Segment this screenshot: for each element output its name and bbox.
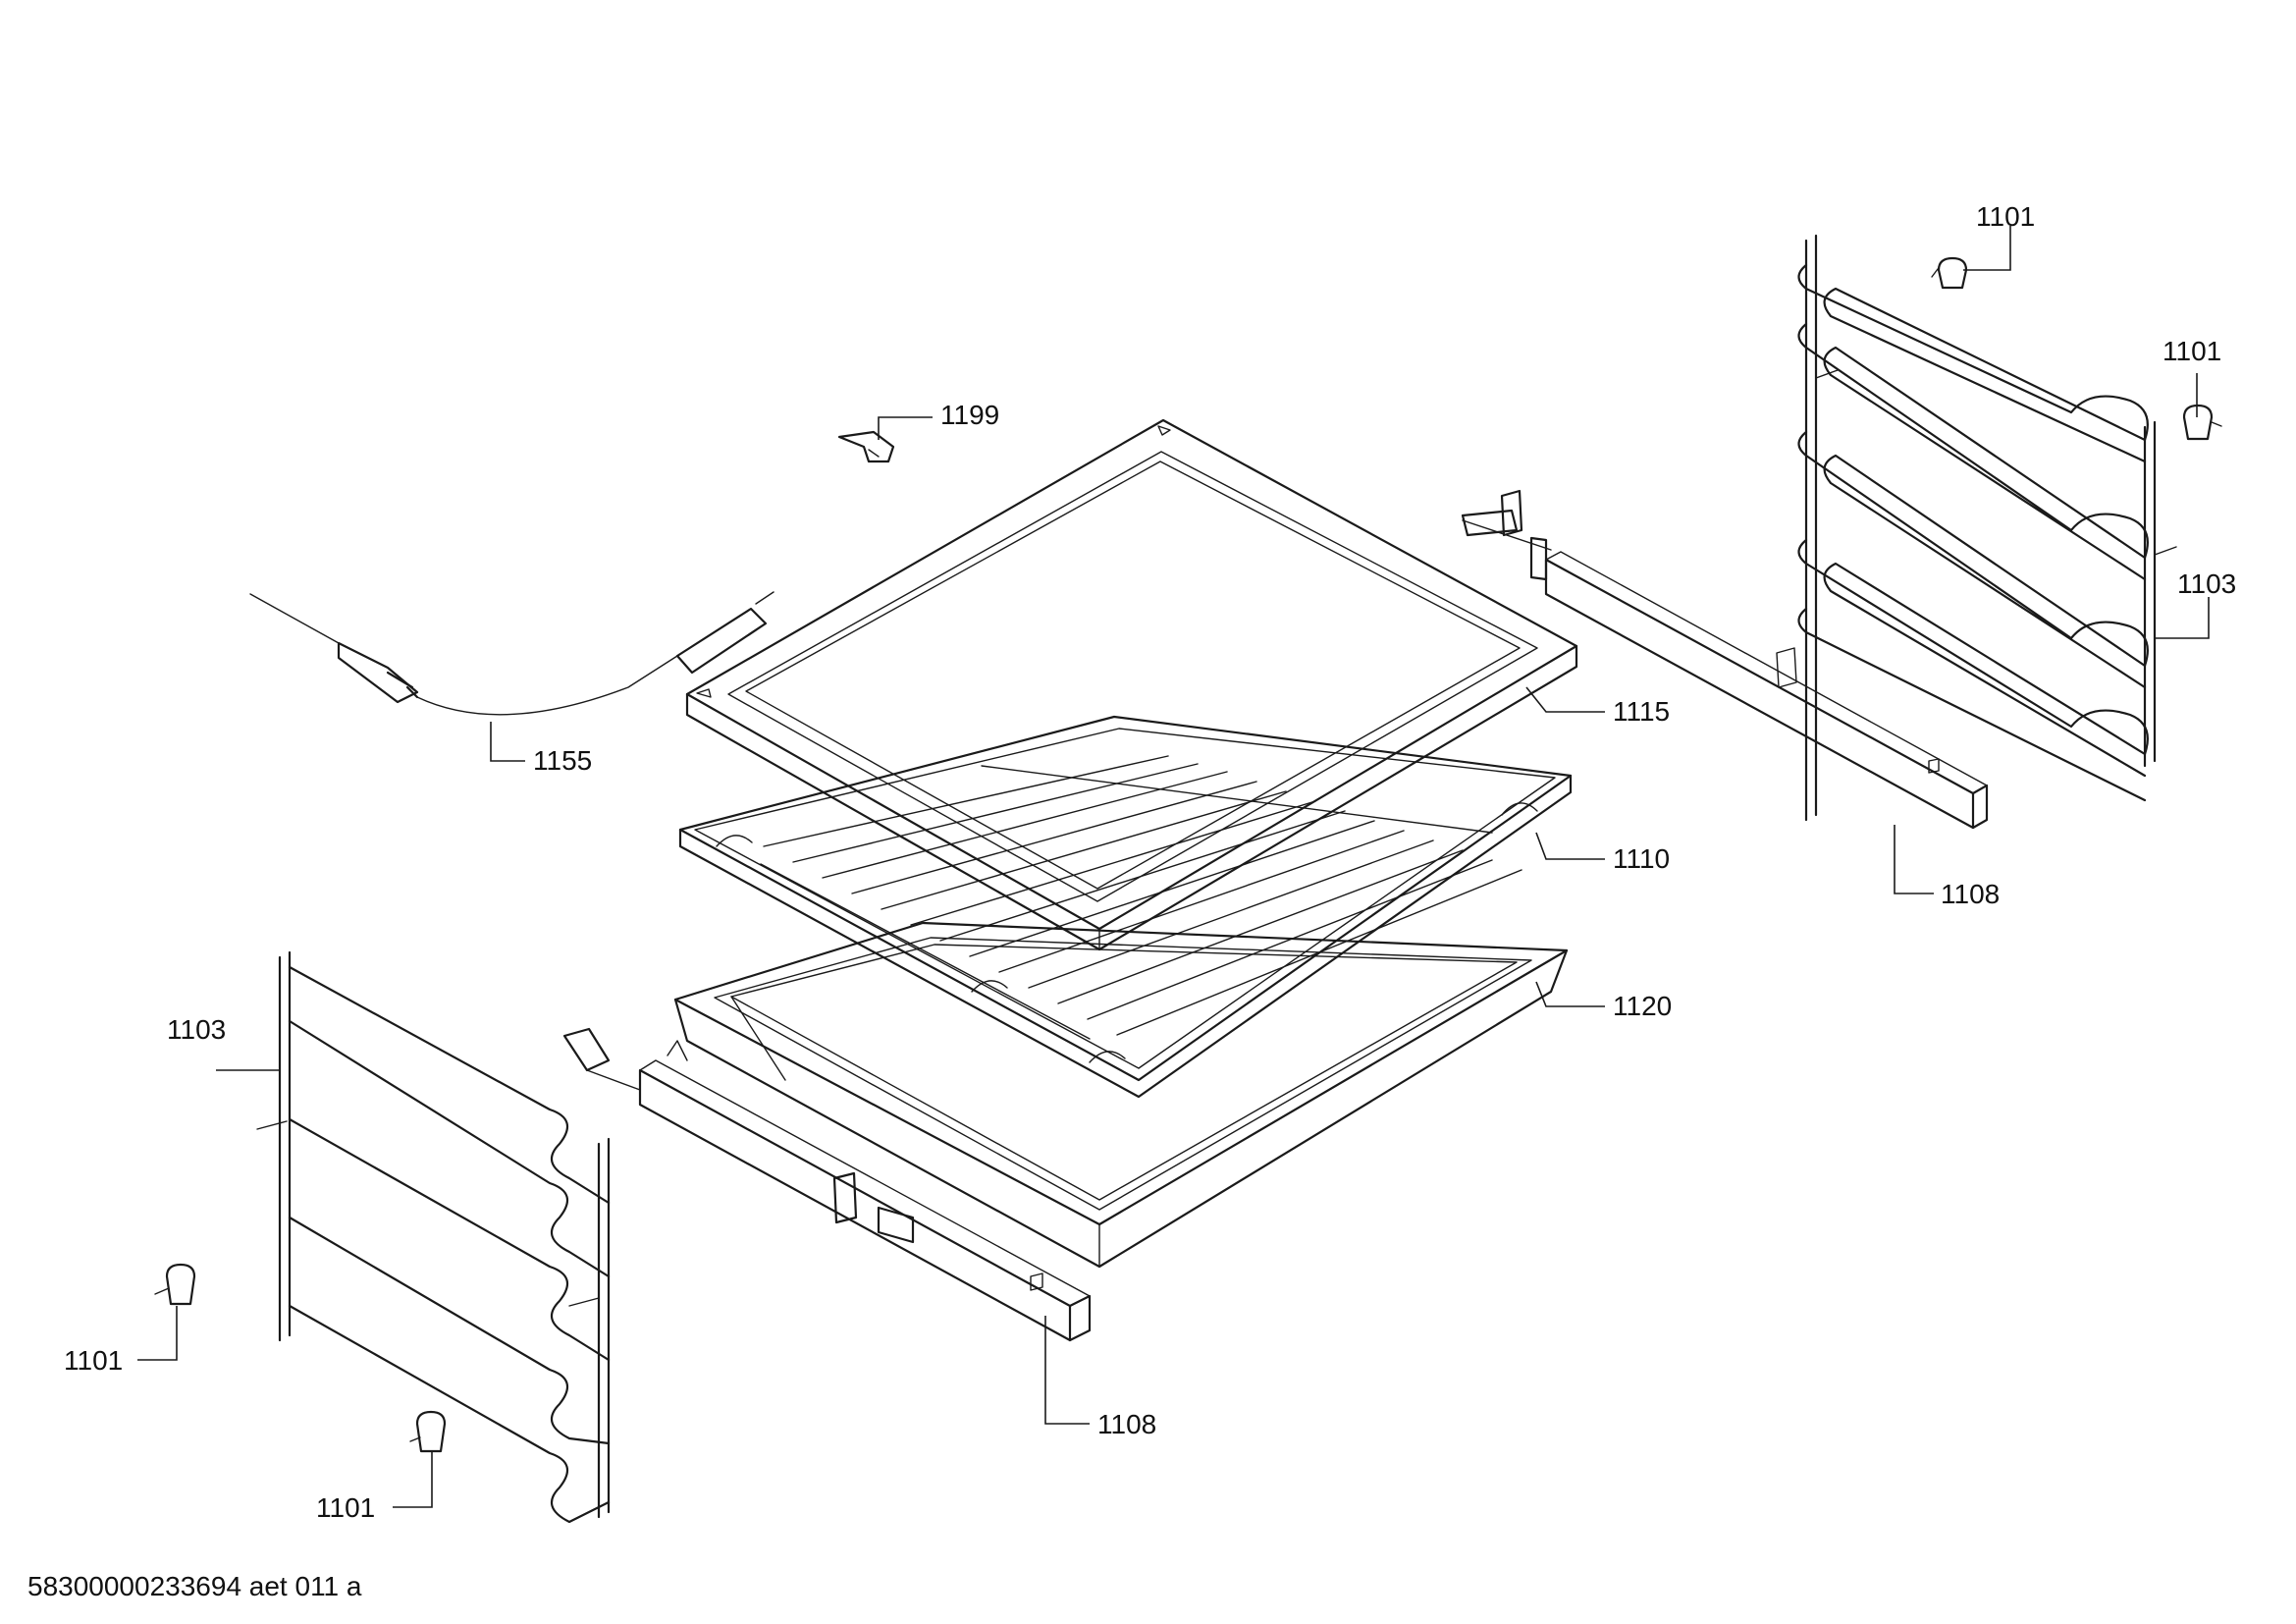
callout-1101-right: 1101 <box>2163 336 2221 366</box>
callout-1115: 1115 <box>1613 696 1670 727</box>
callout-1108-right: 1108 <box>1941 879 2000 909</box>
callout-1108-bottom: 1108 <box>1097 1409 1156 1439</box>
part-1120-deep-tray <box>673 921 1569 1269</box>
callout-1101-left: 1101 <box>64 1345 123 1376</box>
callout-1103-left: 1103 <box>167 1014 226 1045</box>
part-1155-temperature-probe <box>249 591 774 716</box>
part-1103-right-rack <box>1797 234 2177 822</box>
part-1199-clip <box>837 430 895 463</box>
callout-1101-top: 1101 <box>1976 201 2035 232</box>
callout-1199: 1199 <box>940 400 999 430</box>
part-1115-baking-tray <box>685 418 1578 951</box>
callout-1120: 1120 <box>1613 991 1672 1021</box>
callout-1155: 1155 <box>533 745 592 776</box>
part-1101-fastener-top <box>1931 256 1968 290</box>
part-1101-fastener-left <box>154 1263 196 1306</box>
document-reference: 58300000233694 aet 011 a <box>27 1571 362 1601</box>
callout-1101-bottom: 1101 <box>316 1492 375 1523</box>
part-1108-right-rail <box>1461 489 1989 830</box>
callout-1110: 1110 <box>1613 843 1670 874</box>
callout-1103-right: 1103 <box>2177 568 2236 599</box>
leader-lines <box>137 226 2210 1508</box>
part-1110-wire-shelf <box>678 715 1573 1099</box>
part-1108-left-rail <box>562 1027 1092 1342</box>
part-1101-fastener-bottom <box>409 1410 447 1453</box>
part-1103-left-rack <box>256 950 611 1524</box>
part-1101-fastener-right <box>2182 404 2222 441</box>
callout-labels: 1101 1101 1103 1199 1155 1115 1110 1108 … <box>64 201 2236 1523</box>
